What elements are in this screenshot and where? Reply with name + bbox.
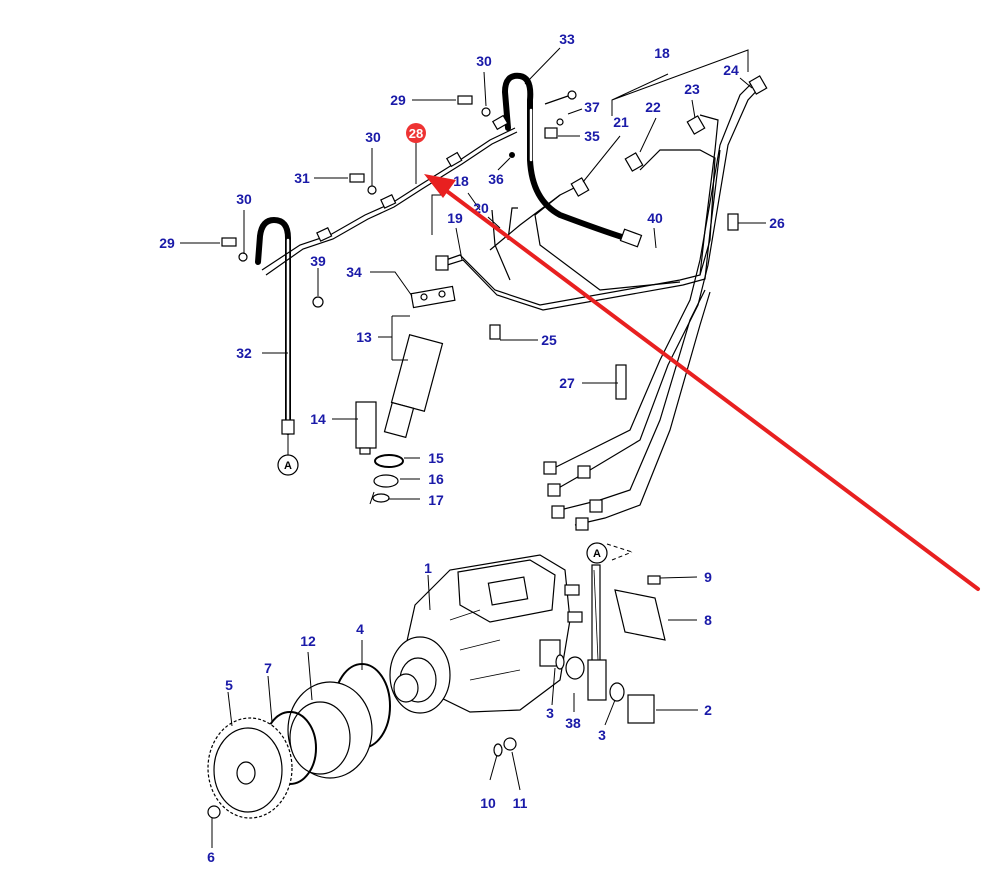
callout-30-left: 30 <box>236 191 252 207</box>
callout-5: 5 <box>225 677 233 693</box>
callout-35: 35 <box>584 128 600 144</box>
svg-text:A: A <box>284 460 292 472</box>
injector-assembly <box>355 285 456 505</box>
callout-10: 10 <box>480 795 496 811</box>
callout-36: 36 <box>488 171 504 187</box>
callout-40: 40 <box>647 210 663 226</box>
callout-27: 27 <box>559 375 575 391</box>
arrow-shaft <box>438 184 980 591</box>
callout-11: 11 <box>513 795 528 811</box>
callout-32: 32 <box>236 345 252 361</box>
callout-14: 14 <box>310 411 326 427</box>
callout-18-right: 18 <box>654 45 670 61</box>
callout-6: 6 <box>207 849 215 865</box>
return-hose-32 <box>255 216 295 435</box>
callout-21: 21 <box>613 114 629 130</box>
callout-33: 33 <box>559 31 575 47</box>
arrow-head <box>424 174 456 198</box>
callout-9: 9 <box>704 569 712 585</box>
callout-22: 22 <box>645 99 661 115</box>
leader-lines <box>180 47 766 848</box>
callout-4: 4 <box>356 621 364 637</box>
reference-mark-a-upper: A <box>277 434 299 476</box>
callout-labels: 1 2 3 3 4 5 6 7 8 9 10 11 12 13 14 15 16… <box>159 31 785 865</box>
small-fittings <box>507 90 577 241</box>
callout-29-upper: 29 <box>390 92 406 108</box>
callout-39: 39 <box>310 253 326 269</box>
injection-pipe-bundle <box>435 75 768 531</box>
return-hose-33 <box>501 72 643 248</box>
callout-31: 31 <box>294 170 310 186</box>
callout-8: 8 <box>704 612 712 628</box>
callout-23: 23 <box>684 81 700 97</box>
banjo-bolts <box>221 95 491 308</box>
svg-text:A: A <box>593 548 601 560</box>
callout-12: 12 <box>300 633 316 649</box>
callout-30-middle: 30 <box>365 129 381 145</box>
leak-off-line-28 <box>261 114 518 276</box>
reference-mark-a-lower: A <box>586 542 608 564</box>
callout-34: 34 <box>346 264 362 280</box>
callout-19: 19 <box>447 210 463 226</box>
reference-dash <box>606 543 633 561</box>
callout-38: 38 <box>565 715 581 731</box>
red-pointer-arrow <box>424 174 980 591</box>
pump-fittings <box>555 564 666 724</box>
callout-24: 24 <box>723 62 739 78</box>
callout-18-left: 18 <box>453 173 469 189</box>
callout-26: 26 <box>769 215 785 231</box>
highlight-badge-circle <box>406 123 426 143</box>
callout-3-left: 3 <box>546 705 554 721</box>
callout-17: 17 <box>428 492 444 508</box>
drive-components <box>207 663 391 819</box>
callout-25: 25 <box>541 332 557 348</box>
highlight-badge-label: 28 <box>409 126 423 141</box>
callout-29-lower: 29 <box>159 235 175 251</box>
callout-1: 1 <box>424 560 432 576</box>
callout-2: 2 <box>704 702 712 718</box>
callout-15: 15 <box>428 450 444 466</box>
callout-3-right: 3 <box>598 727 606 743</box>
callout-16: 16 <box>428 471 444 487</box>
callout-13: 13 <box>356 329 372 345</box>
injection-pump <box>389 554 583 757</box>
highlight-badge-28[interactable]: 28 <box>406 123 426 184</box>
callout-7: 7 <box>264 660 272 676</box>
callout-37: 37 <box>584 99 600 115</box>
callout-30-top: 30 <box>476 53 492 69</box>
